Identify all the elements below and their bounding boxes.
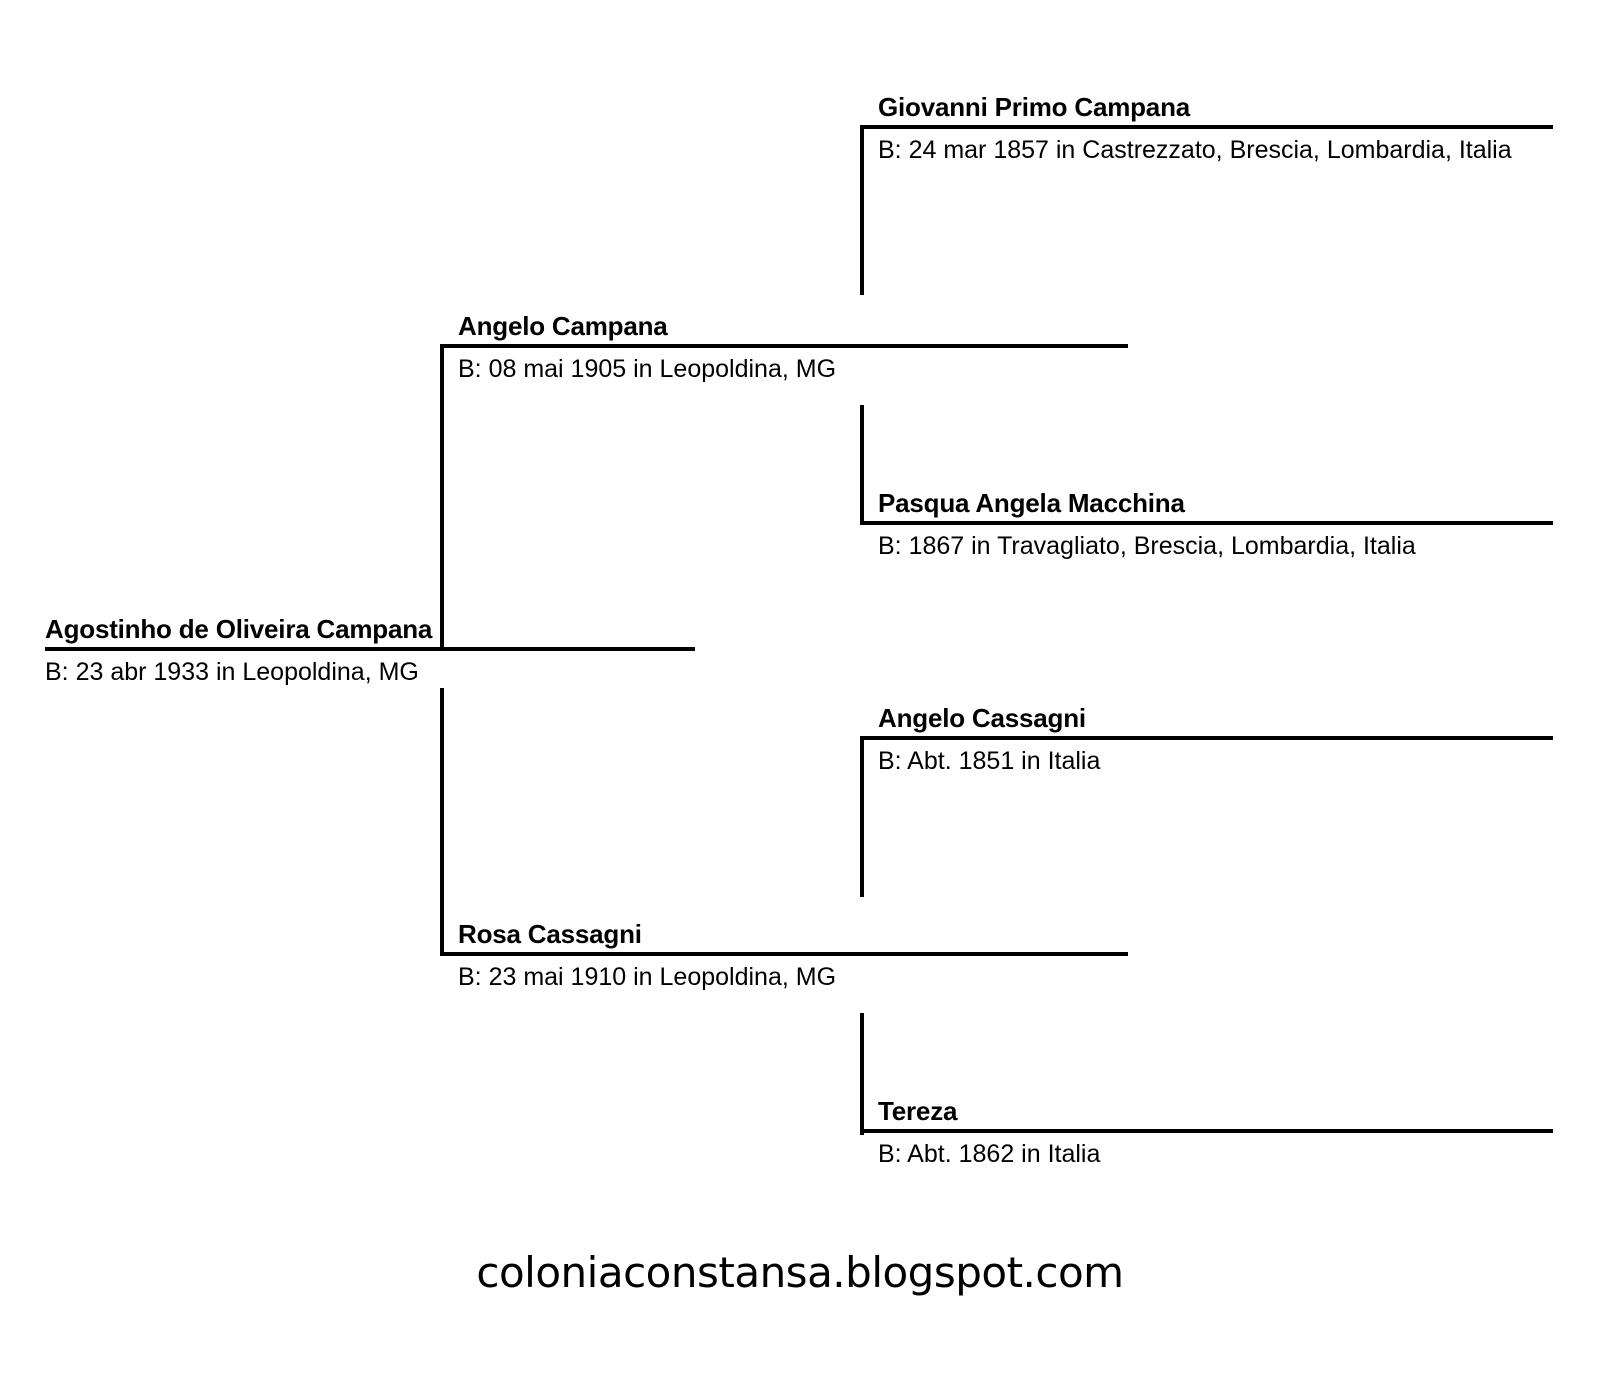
person-node-pasqua-angela-macchina: Pasqua Angela Macchina B: 1867 in Travag… xyxy=(860,488,1553,563)
person-node-agostinho-de-oliveira-campana: Agostinho de Oliveira Campana B: 23 abr … xyxy=(45,614,695,689)
person-detail-pasqua-angela-macchina: B: 1867 in Travagliato, Brescia, Lombard… xyxy=(878,532,1416,560)
site-watermark: coloniaconstansa.blogspot.com xyxy=(476,1248,1124,1297)
person-name-giovanni-primo-campana: Giovanni Primo Campana xyxy=(878,92,1191,122)
person-rule-pasqua-angela-macchina xyxy=(860,521,1553,525)
person-rule-tereza xyxy=(860,1129,1553,1133)
person-node-tereza: Tereza B: Abt. 1862 in Italia xyxy=(860,1096,1553,1171)
person-detail-agostinho-de-oliveira-campana: B: 23 abr 1933 in Leopoldina, MG xyxy=(45,658,419,686)
person-name-angelo-cassagni: Angelo Cassagni xyxy=(878,703,1086,733)
person-name-angelo-campana: Angelo Campana xyxy=(458,311,668,341)
person-detail-angelo-campana: B: 08 mai 1905 in Leopoldina, MG xyxy=(458,355,837,383)
person-name-pasqua-angela-macchina: Pasqua Angela Macchina xyxy=(878,488,1185,518)
person-node-angelo-cassagni: Angelo Cassagni B: Abt. 1851 in Italia xyxy=(860,703,1553,778)
person-rule-giovanni-primo-campana xyxy=(860,125,1553,129)
person-node-angelo-campana: Angelo Campana B: 08 mai 1905 in Leopold… xyxy=(440,311,1128,386)
person-rule-angelo-campana xyxy=(440,344,1128,348)
connector-rosa-cassagni-to-angelo-cassagni xyxy=(860,740,864,897)
person-name-rosa-cassagni: Rosa Cassagni xyxy=(458,919,642,949)
person-rule-agostinho-de-oliveira-campana xyxy=(45,647,695,651)
connector-angelo-campana-to-pasqua-angela-macchina xyxy=(860,405,864,525)
connector-rosa-cassagni-to-tereza xyxy=(860,1013,864,1135)
connector-agostinho-to-angelo-campana xyxy=(440,348,444,651)
connector-angelo-campana-to-giovanni-primo-campana xyxy=(860,129,864,295)
person-name-tereza: Tereza xyxy=(878,1096,958,1126)
person-rule-angelo-cassagni xyxy=(860,736,1553,740)
person-name-agostinho-de-oliveira-campana: Agostinho de Oliveira Campana xyxy=(45,614,433,644)
person-node-giovanni-primo-campana: Giovanni Primo Campana B: 24 mar 1857 in… xyxy=(860,92,1553,167)
person-node-rosa-cassagni: Rosa Cassagni B: 23 mai 1910 in Leopoldi… xyxy=(440,919,1128,994)
person-rule-rosa-cassagni xyxy=(440,952,1128,956)
connector-agostinho-to-rosa-cassagni xyxy=(440,688,444,956)
person-detail-tereza: B: Abt. 1862 in Italia xyxy=(878,1140,1101,1168)
person-detail-angelo-cassagni: B: Abt. 1851 in Italia xyxy=(878,747,1101,775)
person-detail-rosa-cassagni: B: 23 mai 1910 in Leopoldina, MG xyxy=(458,963,837,991)
person-detail-giovanni-primo-campana: B: 24 mar 1857 in Castrezzato, Brescia, … xyxy=(878,136,1512,164)
